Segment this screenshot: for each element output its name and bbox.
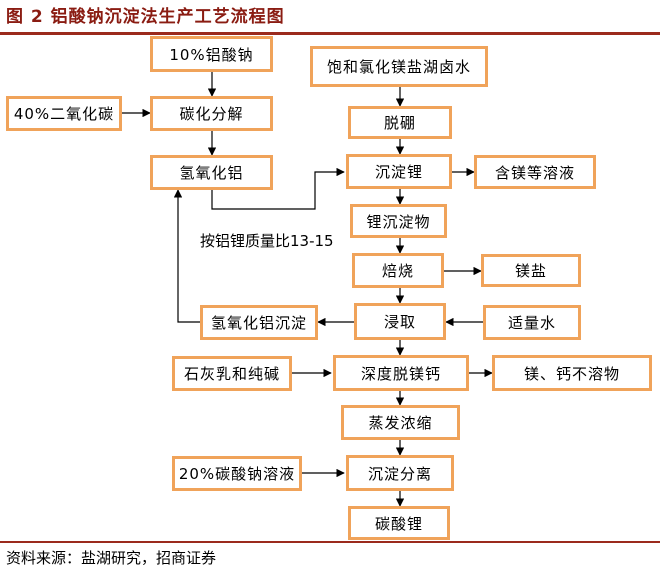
mass-ratio-note: 按铝锂质量比13-15 — [200, 232, 334, 250]
node-deep-removal: 深度脱镁钙 — [333, 355, 469, 391]
node-boron-removal: 脱硼 — [348, 106, 452, 139]
arrow-aluminum-hydroxide-precipitate-to-aluminum-hydroxide — [173, 189, 200, 323]
node-lithium-carbonate: 碳酸锂 — [348, 506, 450, 540]
node-leaching: 浸取 — [354, 303, 446, 340]
node-sodium-carbonate-solution: 20%碳酸钠溶液 — [172, 456, 302, 491]
node-water: 适量水 — [483, 305, 581, 340]
node-insolubles: 镁、钙不溶物 — [492, 355, 652, 391]
node-evaporation: 蒸发浓缩 — [341, 405, 460, 440]
node-brine: 饱和氯化镁盐湖卤水 — [310, 46, 488, 87]
node-co2: 40%二氧化碳 — [6, 96, 122, 131]
top-divider — [0, 32, 660, 35]
node-mg-solution: 含镁等溶液 — [474, 155, 596, 189]
arrow-aluminum-hydroxide-to-lithium-precipitation — [211, 167, 345, 210]
node-carbonation: 碳化分解 — [150, 96, 273, 131]
node-aluminum-hydroxide: 氢氧化铝 — [150, 155, 273, 190]
node-lime-soda: 石灰乳和纯碱 — [172, 356, 292, 391]
node-magnesium-salt: 镁盐 — [481, 254, 581, 287]
node-lithium-precipitate: 锂沉淀物 — [350, 204, 447, 238]
bottom-divider — [0, 541, 660, 543]
node-aluminum-hydroxide-precipitate: 氢氧化铝沉淀 — [200, 305, 318, 340]
figure-title: 图 2 铝酸钠沉淀法生产工艺流程图 — [6, 7, 285, 27]
node-roasting: 焙烧 — [352, 253, 444, 288]
figure-source: 资料来源：盐湖研究，招商证券 — [6, 549, 217, 567]
node-lithium-precipitation: 沉淀锂 — [346, 154, 452, 189]
node-sodium-aluminate: 10%铝酸钠 — [150, 36, 273, 72]
node-precipitation-separation: 沉淀分离 — [346, 455, 454, 491]
